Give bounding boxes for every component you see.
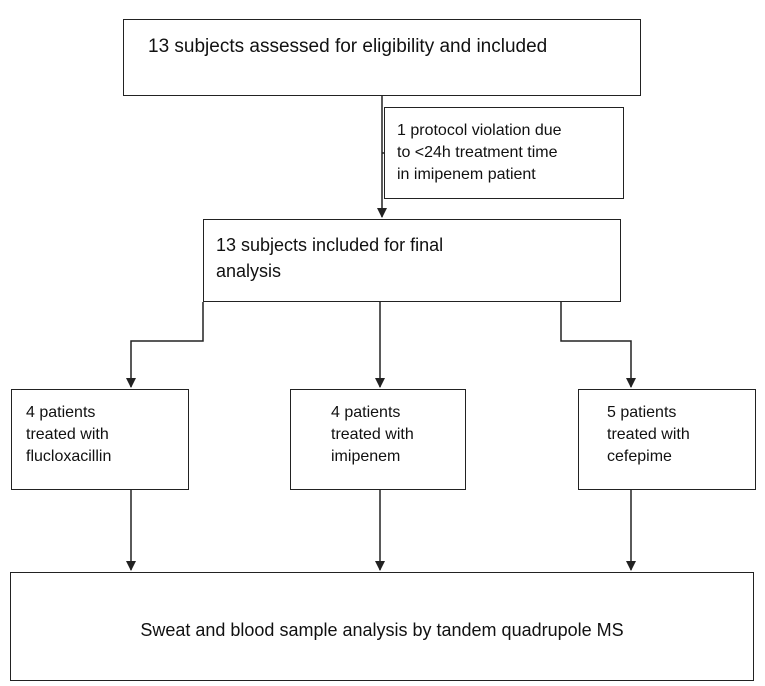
cefepime-line-2: treated with (607, 426, 690, 443)
flucloxacillin-line-3: flucloxacillin (26, 448, 112, 465)
imipenem-line-1: 4 patients (331, 404, 401, 421)
assessed-text: 13 subjects assessed for eligibility and… (148, 36, 548, 57)
flucloxacillin-line-1: 4 patients (26, 404, 96, 421)
protocol-violation-box: 1 protocol violation due to <24h treatme… (384, 107, 624, 199)
arrow-final-to-flucloxacillin (126, 302, 204, 388)
violation-line-1: 1 protocol violation due (397, 122, 562, 139)
flucloxacillin-box: 4 patients treated with flucloxacillin (11, 389, 189, 490)
imipenem-line-2: treated with (331, 426, 414, 443)
sample-analysis-box: Sweat and blood sample analysis by tande… (10, 572, 754, 681)
final-line-2: analysis (216, 261, 282, 281)
final-line-1: 13 subjects included for final (216, 235, 444, 255)
flucloxacillin-line-2: treated with (26, 426, 109, 443)
imipenem-line-3: imipenem (331, 448, 401, 465)
assessed-box: 13 subjects assessed for eligibility and… (123, 19, 641, 96)
final-analysis-box: 13 subjects included for final analysis (203, 219, 621, 302)
cefepime-box: 5 patients treated with cefepime (578, 389, 756, 490)
imipenem-box: 4 patients treated with imipenem (290, 389, 466, 490)
arrow-final-to-cefepime (560, 302, 636, 388)
cefepime-line-3: cefepime (607, 448, 672, 465)
violation-line-2: to <24h treatment time (397, 144, 558, 161)
violation-line-3: in imipenem patient (397, 166, 536, 183)
cefepime-line-1: 5 patients (607, 404, 677, 421)
analysis-text: Sweat and blood sample analysis by tande… (140, 620, 624, 640)
